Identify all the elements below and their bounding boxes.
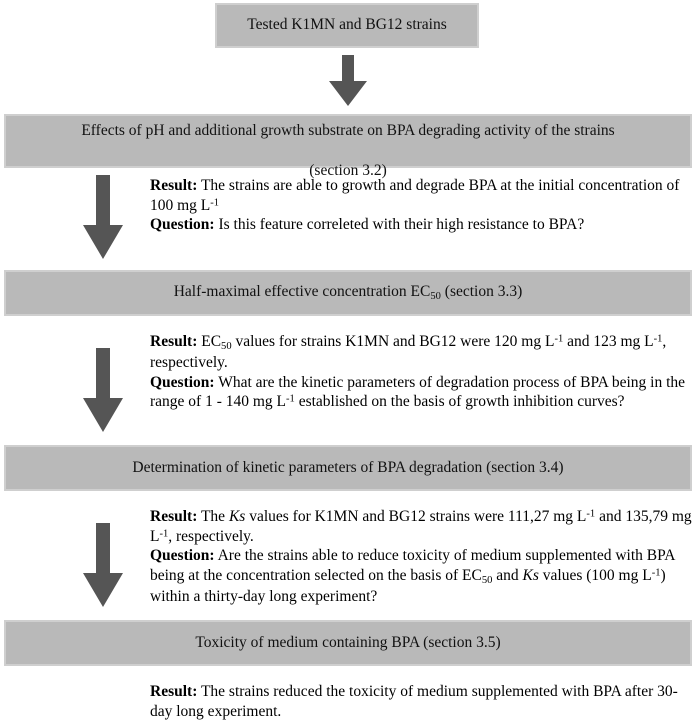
process-box-label: Effects of pH and additional growth subs… [81,100,614,182]
question-text-c: values (100 mg L [538,566,652,584]
down-arrow-icon [327,55,369,107]
ec50-subscript: 50 [430,291,441,302]
annotation-paragraph: Question: Are the strains able to reduce… [150,546,692,606]
result-superscript-1: -1 [586,508,596,520]
question-text-b: and [492,566,523,584]
result-text-a: The [197,508,229,525]
question-label: Question: [150,216,215,234]
ec50-prefix: Half-maximal effective concentration EC [173,283,431,301]
question-text-b: established on the basis of growth inhib… [294,393,625,411]
annotation-paragraph: Result: EC50 values for strains K1MN and… [150,332,692,373]
result-text-b: values for strains K1MN and BG12 were 12… [231,333,555,350]
process-box-toxicity: Toxicity of medium containing BPA (secti… [4,620,692,666]
question-label: Question: [150,547,215,565]
question-superscript: -1 [286,393,295,405]
question-superscript: -1 [651,567,661,579]
result-text-d: , respectively. [150,333,667,372]
question-label: Question: [150,373,215,391]
result-label: Result: [150,508,198,525]
annotation-paragraph: Question: Is this feature correleted wit… [150,215,692,235]
question-text-d: ) within a thirty-day long experiment? [150,566,666,605]
annotation-paragraph: Result: The strains are able to growth a… [150,176,692,215]
down-arrow-icon [82,348,124,433]
annotation-result-4: Result: The strains reduced the toxicity… [150,682,692,721]
result-superscript-2: -1 [159,528,169,540]
annotation-result-question-2: Result: EC50 values for strains K1MN and… [150,332,692,412]
process-box-label: Toxicity of medium containing BPA (secti… [195,633,501,651]
annotation-result-question-1: Result: The strains are able to growth a… [150,176,692,235]
annotation-result-question-3: Result: The Ks values for K1MN and BG12 … [150,507,692,606]
result-italic-ks: Ks [228,508,246,525]
process-box-line1: Effects of pH and additional growth subs… [81,121,615,139]
result-text-c: and 123 mg L [563,333,654,350]
question-text: Is this feature correleted with their hi… [214,216,585,234]
result-text-a: EC [197,333,222,350]
process-box-kinetic-parameters: Determination of kinetic parameters of B… [4,445,692,491]
result-label: Result: [150,333,198,350]
question-text-a: What are the kinetic parameters of degra… [150,373,686,411]
result-text-d: , respectively. [168,527,254,545]
process-box-ph-effects: Effects of pH and additional growth subs… [4,114,692,179]
question-text-a: Are the strains able to reduce toxicity … [150,547,675,584]
result-text-c: and 135,79 mg L [150,508,692,545]
annotation-paragraph: Result: The strains reduced the toxicity… [150,682,692,721]
result-text-b: values for K1MN and BG12 strains were 11… [245,508,587,525]
ec50-suffix: (section 3.3) [440,283,523,301]
result-text: The strains reduced the toxicity of medi… [150,683,678,720]
result-subscript: 50 [221,340,232,352]
process-box-line2: (section 3.2) [309,162,387,180]
process-box-label: Tested K1MN and BG12 strains [247,16,447,34]
process-box-label: Determination of kinetic parameters of B… [132,458,564,476]
question-italic-ks: Ks [522,566,539,584]
result-superscript: -1 [210,197,220,209]
annotation-paragraph: Question: What are the kinetic parameter… [150,373,692,412]
result-label: Result: [150,177,198,194]
process-box-ec50: Half-maximal effective concentration EC5… [4,270,692,316]
result-label: Result: [150,683,198,700]
result-superscript-1: -1 [554,333,564,345]
process-box-label: Half-maximal effective concentration EC5… [174,282,523,304]
result-superscript-2: -1 [653,333,663,345]
process-box-tested-strains: Tested K1MN and BG12 strains [215,3,479,48]
down-arrow-icon [82,523,124,608]
annotation-paragraph: Result: The Ks values for K1MN and BG12 … [150,507,692,546]
question-subscript: 50 [481,574,493,586]
down-arrow-icon [82,175,124,260]
result-text: The strains are able to growth and degra… [150,177,680,214]
